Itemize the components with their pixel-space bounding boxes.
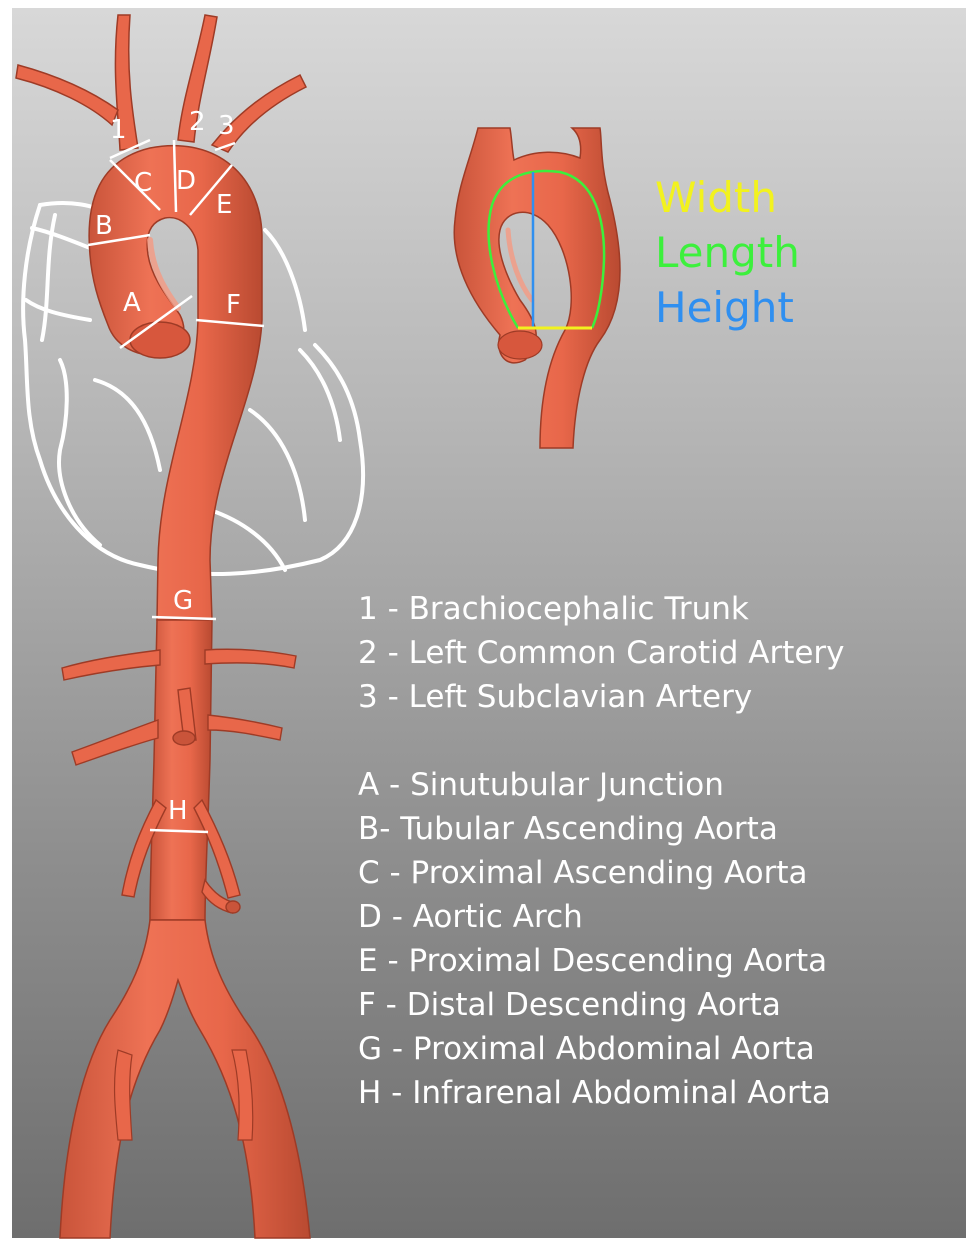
label-E: E <box>216 190 232 220</box>
length-label: Length <box>655 228 800 277</box>
legend-branch-3: 3 - Left Subclavian Artery <box>358 679 752 715</box>
legend-segment-G: G - Proximal Abdominal Aorta <box>358 1031 815 1067</box>
legend-segment-F: F - Distal Descending Aorta <box>358 987 781 1023</box>
label-A: A <box>123 288 141 318</box>
label-F: F <box>226 290 241 320</box>
legend-segment-C: C - Proximal Ascending Aorta <box>358 855 808 891</box>
label-D: D <box>176 166 196 196</box>
height-label: Height <box>655 283 794 332</box>
label-3: 3 <box>218 111 235 141</box>
width-label: Width <box>655 173 777 222</box>
legend-segment-E: E - Proximal Descending Aorta <box>358 943 827 979</box>
legend-segment-H: H - Infrarenal Abdominal Aorta <box>358 1075 831 1111</box>
legend: 1 - Brachiocephalic Trunk 2 - Left Commo… <box>358 591 845 1111</box>
arch-inset <box>454 128 620 448</box>
label-C: C <box>134 168 152 198</box>
measurement-legend: Width Length Height <box>655 173 800 332</box>
label-G: G <box>173 586 193 616</box>
label-2: 2 <box>189 107 206 137</box>
legend-branch-2: 2 - Left Common Carotid Artery <box>358 635 845 671</box>
label-B: B <box>95 211 113 241</box>
great-vessels <box>16 15 306 152</box>
label-H: H <box>168 796 188 826</box>
legend-segment-A: A - Sinutubular Junction <box>358 767 724 803</box>
label-1: 1 <box>110 115 127 145</box>
legend-segment-B: B- Tubular Ascending Aorta <box>358 811 778 847</box>
legend-segment-D: D - Aortic Arch <box>358 899 583 935</box>
legend-branch-1: 1 - Brachiocephalic Trunk <box>358 591 749 627</box>
